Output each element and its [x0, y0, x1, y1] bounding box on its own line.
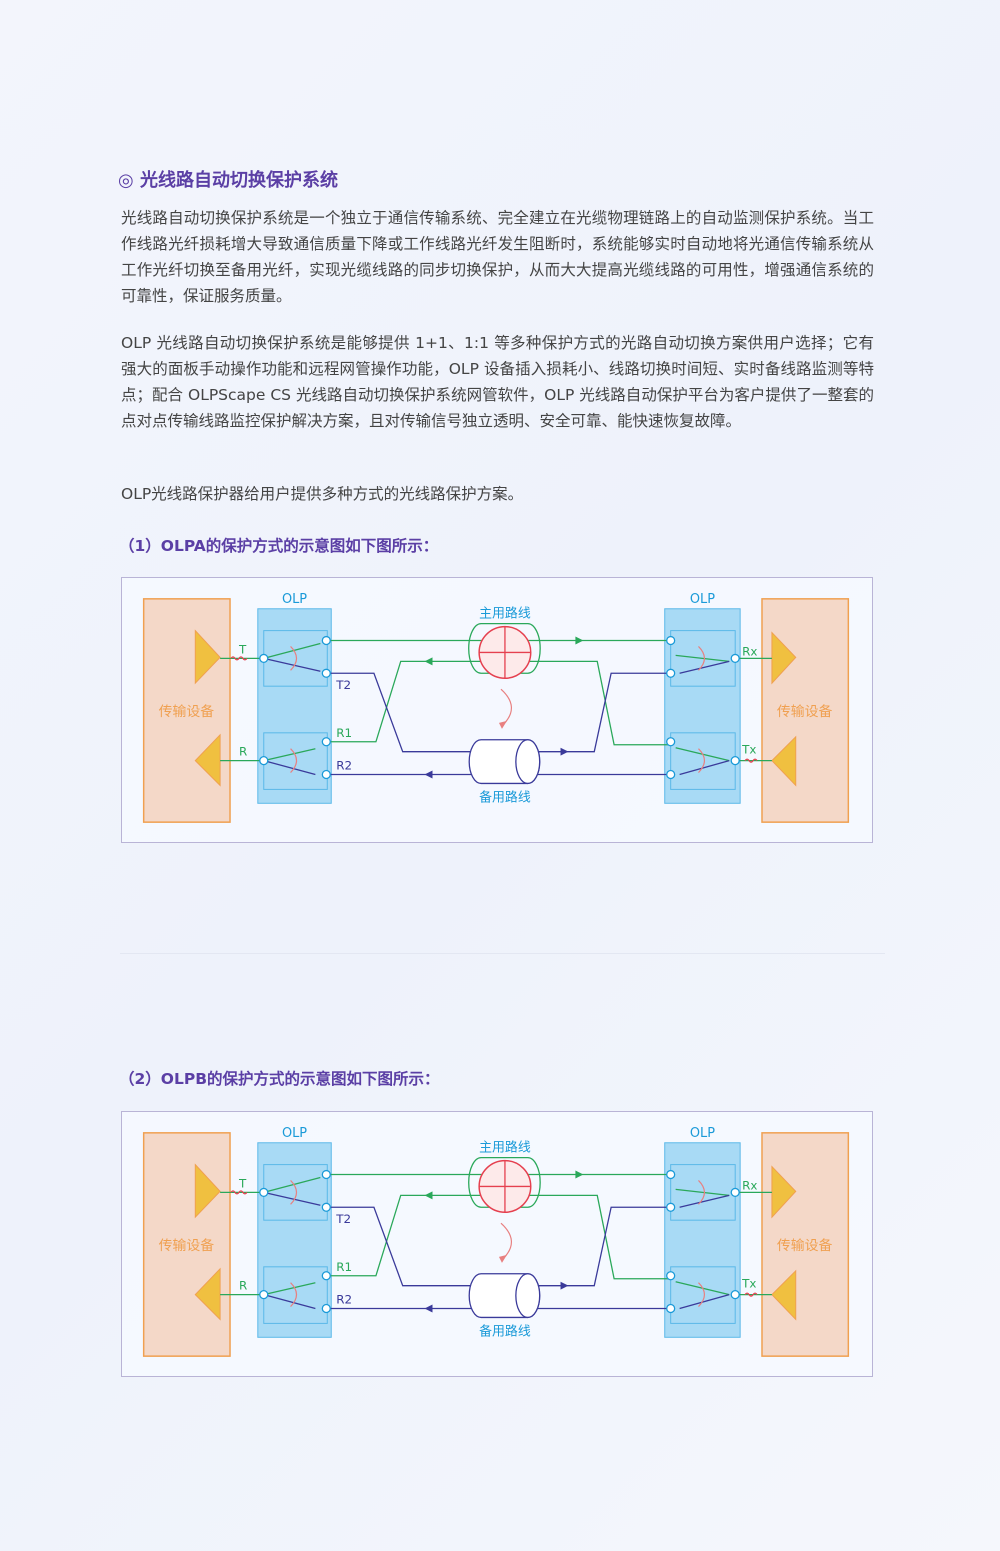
switchover-arrow-icon [500, 1222, 512, 1260]
transmitter-icon [771, 1269, 797, 1321]
backup-line-cable-icon [468, 1273, 541, 1319]
port [321, 1202, 331, 1212]
device-right [761, 1132, 850, 1357]
port [666, 737, 676, 747]
device-left [142, 598, 231, 823]
arrow-right-icon [560, 747, 569, 756]
t-label: T [238, 1176, 247, 1190]
diagram-caption-olpb: （2）OLPB的保护方式的示意图如下图所示： [119, 1070, 440, 1088]
t2-label: T2 [335, 1212, 351, 1226]
port [259, 1187, 269, 1198]
paragraph-olp: OLP 光线路自动切换保护系统是能够提供 1+1、1:1 等多种保护方式的光路自… [121, 334, 874, 430]
arrow-left-icon [424, 657, 433, 666]
r2-label: R2 [336, 759, 352, 773]
port [666, 1202, 676, 1212]
port [259, 1290, 269, 1300]
r1-label: R1 [336, 1260, 352, 1274]
olp-left [257, 1142, 332, 1338]
backup-line-label: 备用路线 [479, 789, 531, 805]
port [666, 1169, 676, 1180]
port [321, 1303, 331, 1314]
port [321, 1271, 331, 1281]
backup-line-cable-icon [468, 739, 541, 785]
switchover-arrow-icon [500, 688, 512, 726]
target-icon: ◎ [118, 170, 134, 191]
port [259, 653, 269, 664]
transmitter-icon [194, 1163, 221, 1219]
port [259, 756, 269, 766]
device-label: 传输设备 [159, 1237, 215, 1254]
olp-label: OLP [690, 592, 715, 607]
diagram-caption-olpa: （1）OLPA的保护方式的示意图如下图所示： [119, 537, 439, 555]
main-line-label: 主用路线 [479, 606, 531, 622]
rx-label: Rx [742, 1178, 757, 1192]
port [666, 1303, 676, 1314]
main-line-cable-icon [468, 1157, 541, 1208]
t2-label: T2 [335, 678, 351, 692]
arrow-right-icon [575, 1170, 584, 1179]
r2-label: R2 [336, 1293, 352, 1307]
port [730, 653, 740, 664]
r-label: R [239, 1279, 247, 1293]
port [730, 1187, 740, 1198]
divider [120, 953, 885, 954]
port [666, 635, 676, 646]
olp-label: OLP [282, 592, 307, 607]
switch-curve-icon [290, 748, 298, 773]
device-label: 传输设备 [777, 1237, 833, 1254]
t-label: T [238, 642, 247, 656]
port [321, 1169, 331, 1180]
switch-curve-icon [290, 1282, 298, 1307]
main-line-label: 主用路线 [479, 1140, 531, 1156]
port [321, 737, 331, 747]
section-title: ◎ 光线路自动切换保护系统 [118, 170, 338, 191]
port [730, 1290, 740, 1300]
arrow-right-icon [575, 636, 584, 645]
paragraph-summary: OLP光线路保护器给用户提供多种方式的光线路保护方案。 [121, 485, 524, 503]
arrow-right-icon [560, 1281, 569, 1290]
olp-label: OLP [282, 1126, 307, 1141]
port [321, 668, 331, 678]
tx-label: Tx [741, 1277, 756, 1291]
main-line-cable-icon [468, 623, 541, 674]
tx-label: Tx [741, 743, 756, 757]
port [666, 769, 676, 780]
olp-right [664, 1142, 741, 1338]
port [666, 668, 676, 678]
olp-right [664, 608, 741, 804]
port [321, 635, 331, 646]
device-label: 传输设备 [159, 703, 215, 720]
arrow-left-icon [424, 1304, 433, 1313]
arrow-left-icon [424, 1191, 433, 1200]
switch-curve-icon [290, 646, 298, 671]
switch-curve-icon [698, 748, 706, 773]
device-label: 传输设备 [777, 703, 833, 720]
r-label: R [239, 745, 247, 759]
port [730, 756, 740, 766]
rx-label: Rx [742, 644, 757, 658]
port [321, 769, 331, 780]
transmitter-icon [771, 735, 797, 787]
paragraph-intro: 光线路自动切换保护系统是一个独立于通信传输系统、完全建立在光缆物理链路上的自动监… [121, 209, 874, 305]
arrow-left-icon [424, 770, 433, 779]
backup-line-label: 备用路线 [479, 1323, 531, 1339]
switch-curve-icon [698, 1282, 706, 1307]
olp-left [257, 608, 332, 804]
device-left [142, 1132, 231, 1357]
switch-curve-icon [698, 646, 706, 671]
olp-label: OLP [690, 1126, 715, 1141]
port [666, 1271, 676, 1281]
switch-curve-icon [698, 1180, 706, 1205]
device-right [761, 598, 850, 823]
r1-label: R1 [336, 726, 352, 740]
switch-curve-icon [290, 1180, 298, 1205]
transmitter-icon [194, 629, 221, 685]
